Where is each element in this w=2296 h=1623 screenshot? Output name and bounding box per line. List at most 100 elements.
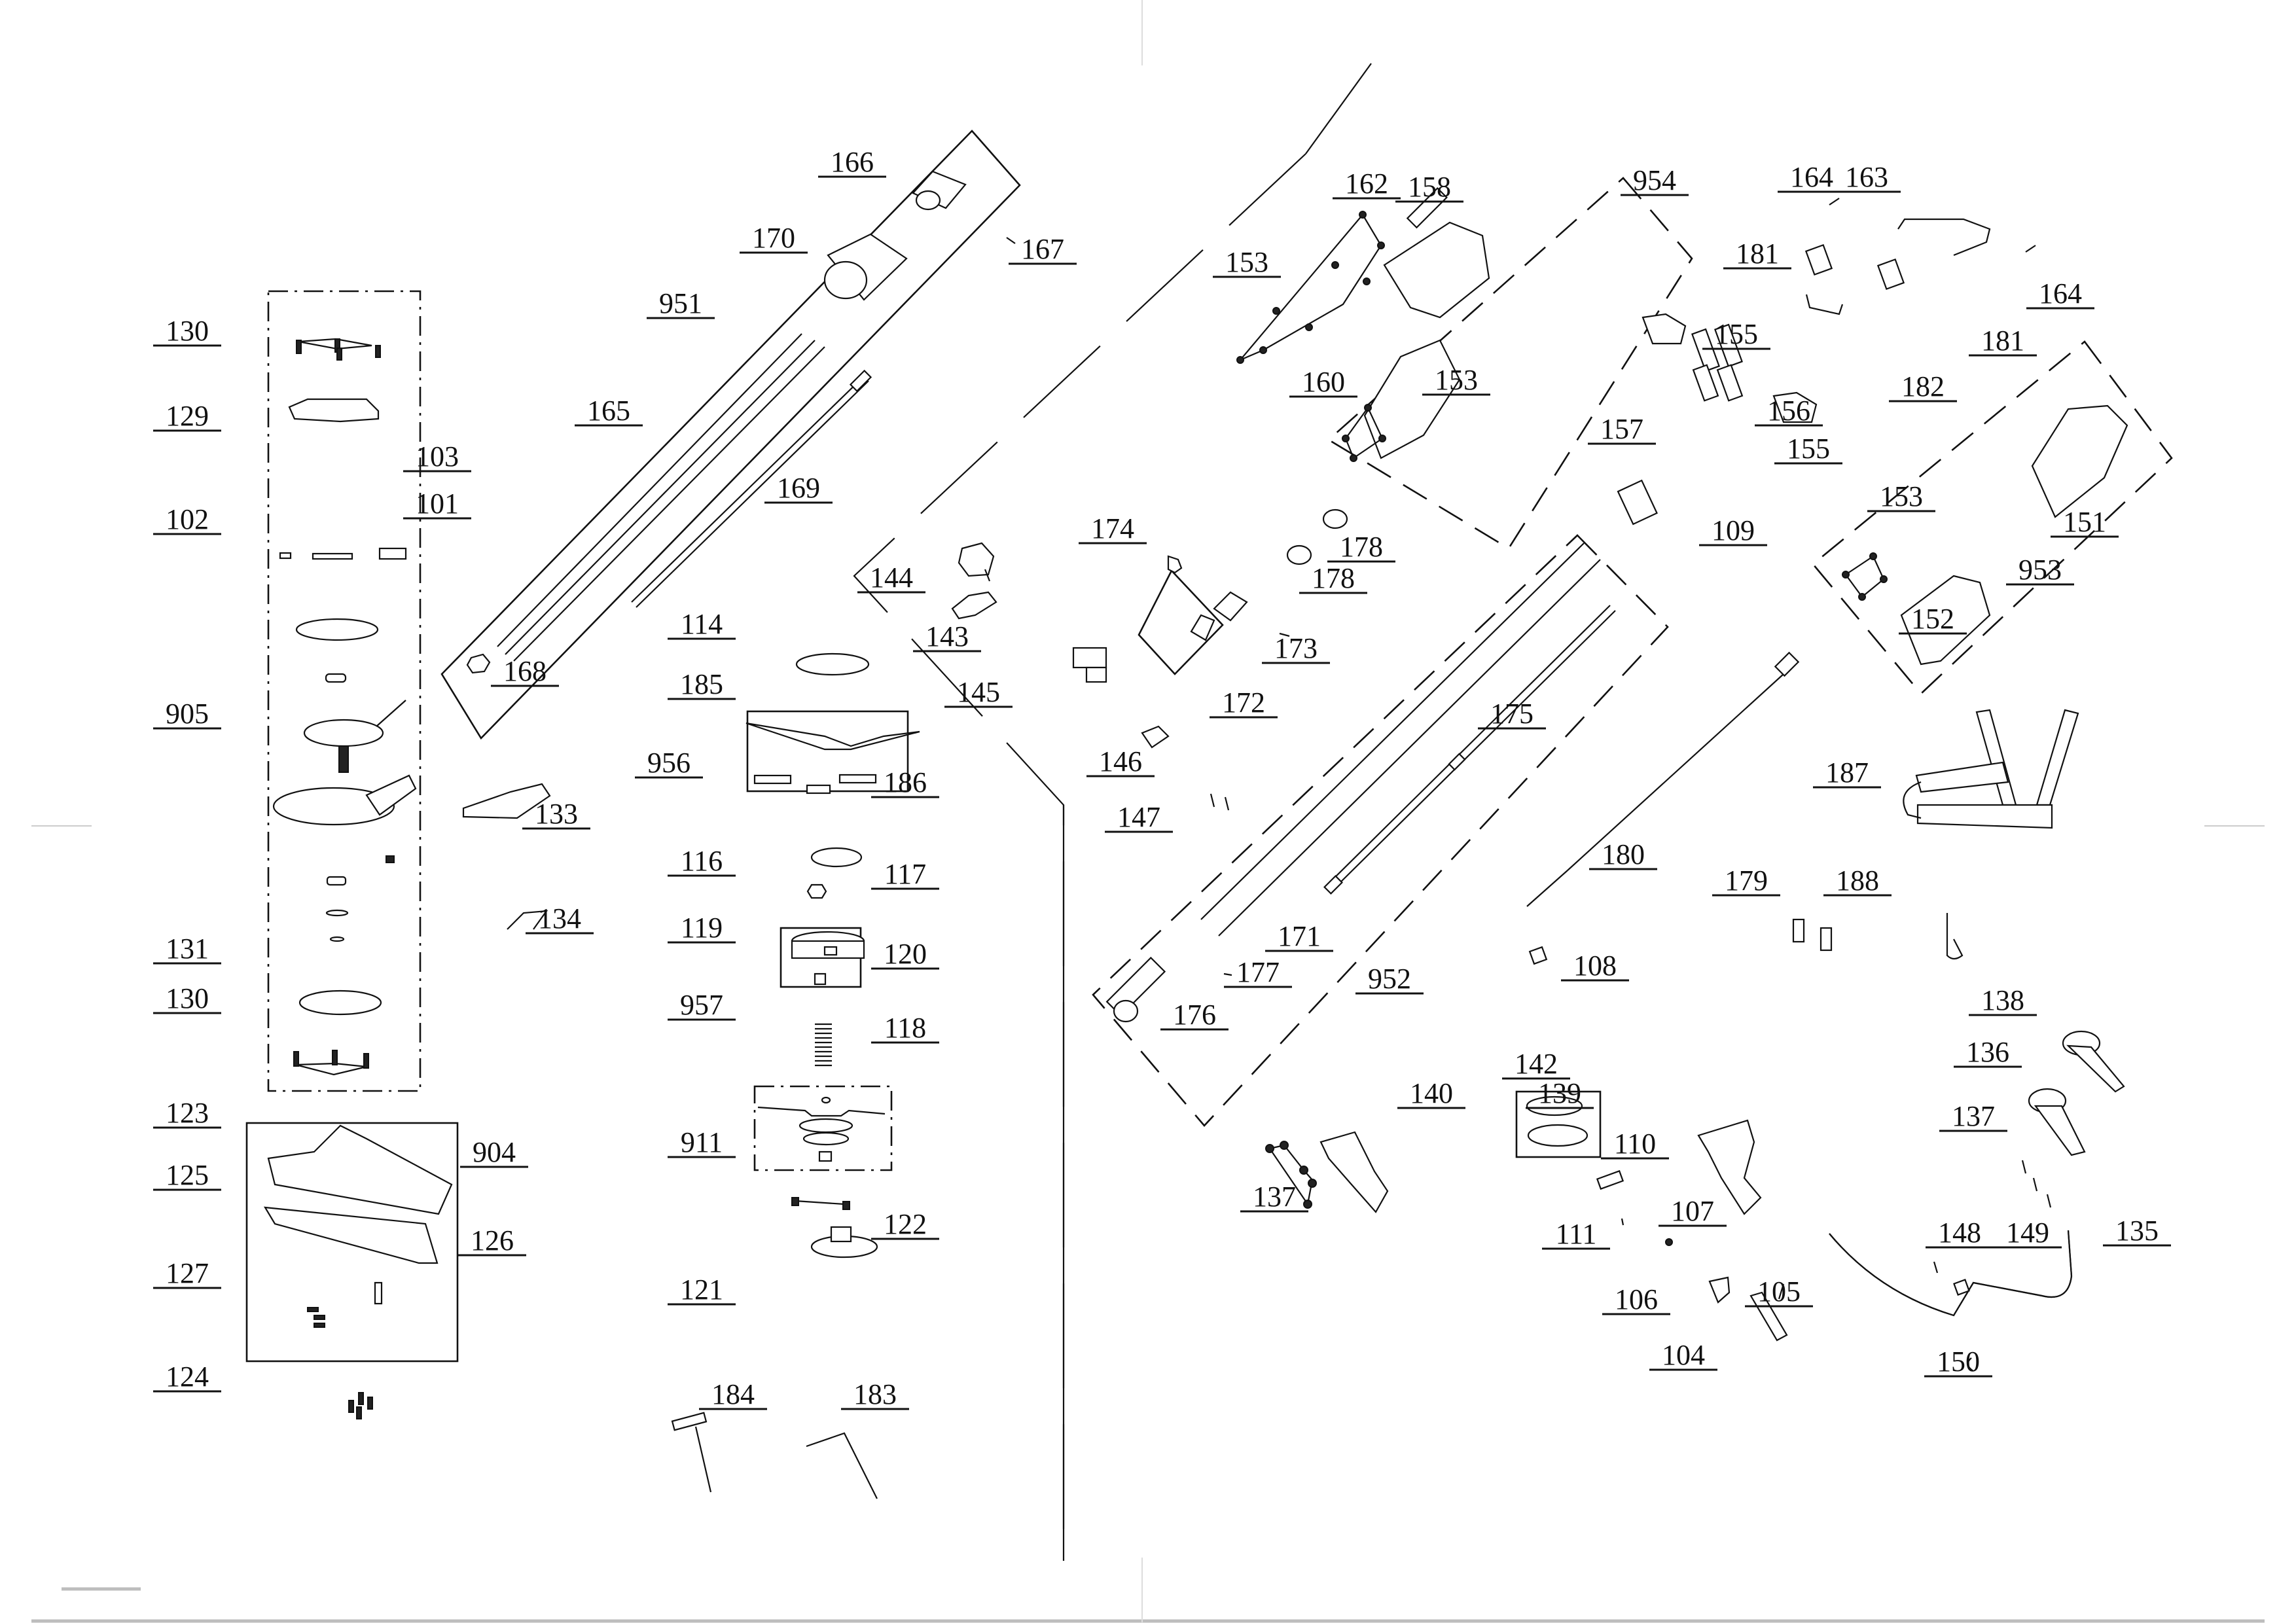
callout-number: 146: [1099, 745, 1142, 777]
part-terminal-181-b: [1876, 258, 1905, 291]
part-lever-106: [1708, 1276, 1731, 1304]
part-spool-911: [757, 1096, 886, 1162]
callout-number: 904: [473, 1136, 516, 1168]
assembly-172-box: [1138, 569, 1224, 675]
callout-number: 175: [1490, 698, 1534, 730]
callout-number: 171: [1278, 920, 1321, 952]
part-housing-152: [1900, 575, 1991, 666]
callout-186: 186: [871, 766, 939, 798]
callout-number: 952: [1368, 963, 1411, 995]
part-grip-170: [823, 233, 908, 301]
callout-number: 108: [1573, 950, 1617, 982]
callout-number: 174: [1091, 512, 1134, 544]
callout-number: 153: [1435, 364, 1478, 396]
part-cover-129: [288, 398, 380, 423]
callout-166: 166: [818, 146, 886, 178]
callout-number: 105: [1757, 1275, 1801, 1308]
callout-number: 121: [680, 1274, 723, 1306]
part-driveshaft-175: [1323, 605, 1616, 895]
callout-number: 147: [1117, 801, 1160, 833]
callout-number: 180: [1602, 838, 1645, 870]
part-clamp-143: [951, 591, 997, 620]
part-driveshaft-169: [631, 369, 872, 608]
part-motor-stator: [303, 700, 406, 773]
callout-155: 155: [1774, 433, 1842, 465]
callout-number: 179: [1725, 865, 1768, 897]
callout-number: 135: [2115, 1215, 2159, 1247]
callout-number: 125: [166, 1159, 209, 1191]
part-screws-147: [1210, 793, 1230, 811]
part-switch-101: [378, 547, 407, 560]
part-tube-171: [1200, 543, 1601, 936]
callout-169: 169: [764, 472, 833, 504]
callout-170: 170: [740, 222, 808, 254]
callout-number: 123: [166, 1097, 209, 1129]
callout-number: 182: [1901, 370, 1945, 402]
callout-number: 956: [647, 747, 691, 779]
part-cup-114: [795, 652, 870, 676]
part-base-131: [298, 990, 382, 1016]
callout-139: 139: [1526, 1077, 1594, 1109]
callout-911: 911: [668, 1126, 736, 1158]
callout-174: 174: [1079, 512, 1147, 544]
callout-148: 148: [1926, 1217, 1994, 1249]
callout-185: 185: [668, 668, 736, 700]
callout-number: 148: [1938, 1217, 1981, 1249]
callout-153: 153: [1213, 246, 1281, 278]
part-screws-130-bottom: [293, 1050, 369, 1076]
part-grip-138: [2062, 1030, 2125, 1093]
callout-177: 177: [1224, 956, 1292, 988]
callout-165: 165: [575, 395, 643, 427]
part-housing-158: [1383, 221, 1490, 319]
callout-number: 119: [681, 912, 723, 944]
callout-149: 149: [1994, 1217, 2062, 1249]
callout-120: 120: [871, 938, 939, 970]
callout-178: 178: [1327, 531, 1395, 563]
part-clip-146: [1141, 725, 1170, 749]
callout-number: 109: [1712, 514, 1755, 546]
assembly-905-box: [267, 290, 422, 1092]
callout-951: 951: [647, 287, 715, 319]
callout-137: 137: [1939, 1100, 2007, 1132]
part-screws-127: [307, 1307, 325, 1328]
part-blade-segment: [753, 774, 792, 785]
callout-140: 140: [1397, 1077, 1465, 1109]
callout-957: 957: [668, 989, 736, 1021]
part-screws-153-a: [1236, 211, 1385, 364]
callout-178: 178: [1299, 562, 1367, 594]
callout-164: 164: [1778, 161, 1846, 193]
callout-number: 905: [166, 698, 209, 730]
callout-119: 119: [668, 912, 736, 944]
callout-103: 103: [403, 440, 471, 473]
callout-number: 138: [1981, 984, 2024, 1016]
callout-number: 188: [1836, 865, 1879, 897]
part-housing-160: [1363, 339, 1461, 459]
assembly-904-box: [245, 1122, 459, 1363]
callout-number: 114: [681, 608, 723, 640]
callout-121: 121: [668, 1274, 736, 1306]
part-terminal-181-a: [1804, 243, 1833, 276]
callout-956: 956: [635, 747, 703, 779]
callout-number: 111: [1556, 1218, 1597, 1250]
callout-131: 131: [153, 933, 221, 965]
callout-number: 130: [166, 315, 209, 347]
callout-number: 163: [1845, 161, 1888, 193]
callout-116: 116: [668, 845, 736, 877]
callout-125: 125: [153, 1159, 221, 1191]
callout-number: 157: [1600, 413, 1643, 445]
callout-number: 911: [681, 1126, 723, 1158]
part-blade-126: [374, 1281, 383, 1305]
callout-162: 162: [1333, 168, 1401, 200]
part-grip-176: [1105, 956, 1166, 1023]
part-cap-155-a: [1641, 313, 1687, 345]
parts: [263, 170, 2128, 1499]
part-screws-164-b: [2025, 245, 2036, 253]
callout-158: 158: [1395, 171, 1463, 203]
part-handle-139: [1697, 1119, 1762, 1215]
part-blade-186: [838, 774, 877, 784]
callout-number: 150: [1937, 1346, 1980, 1378]
callout-173: 173: [1262, 632, 1330, 664]
part-nut-168: [466, 653, 491, 674]
callout-144: 144: [857, 562, 925, 594]
part-spring-118: [815, 1023, 832, 1067]
